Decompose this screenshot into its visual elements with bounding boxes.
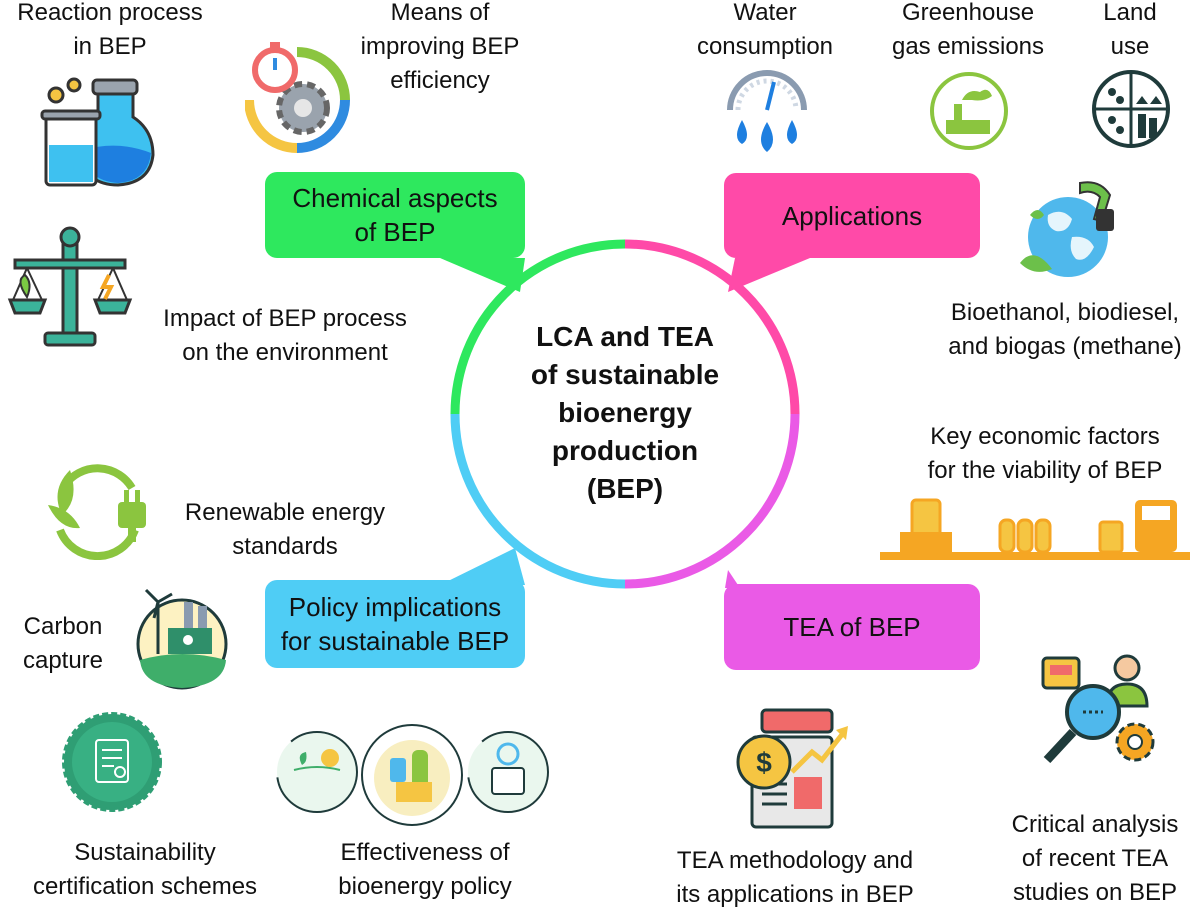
label-effectiveness: Effectiveness of bioenergy policy	[338, 839, 512, 900]
biofuel-globe-icon	[1020, 181, 1114, 277]
label-certification: Sustainability certification schemes	[32, 839, 258, 900]
label-fuels: Bioethanol, biodiesel, and biogas (metha…	[948, 299, 1182, 360]
label-carbon: Carbon capture	[22, 613, 104, 674]
label-impact: Impact of BEP process on the environment	[163, 305, 407, 366]
label-critical: Critical analysis of recent TEA studies …	[1011, 811, 1179, 906]
connector-policy	[440, 548, 525, 585]
label-land: Land use	[1103, 0, 1157, 60]
label-renewable: Renewable energy standards	[184, 499, 386, 560]
label-reaction: Reaction process in BEP	[17, 0, 203, 60]
land-use-icon	[1092, 70, 1170, 148]
svg-text:$: $	[756, 747, 772, 778]
connector-chemical	[440, 258, 525, 292]
ring-quadrant-policy	[450, 413, 626, 589]
label-econ: Key economic factors for the viability o…	[927, 423, 1163, 484]
branch-applications: Applications	[724, 173, 980, 258]
ring-quadrant-chemical	[450, 239, 626, 415]
analysis-magnifier-icon	[1041, 654, 1155, 764]
connector-applications	[728, 258, 810, 292]
branch-policy: Policy implications for sustainable BEP	[265, 580, 525, 668]
carbon-capture-icon	[136, 588, 228, 690]
policy-circles-icon	[276, 724, 549, 826]
label-methodology: TEA methodology and its applications in …	[676, 847, 914, 908]
branch-tea: TEA of BEP	[724, 584, 980, 670]
production-chain-icon	[880, 498, 1190, 560]
connector-tea	[725, 570, 740, 588]
balance-scale-icon	[7, 226, 133, 347]
certificate-badge-icon	[62, 712, 162, 812]
center-title: LCA and TEA of sustainable bioenergy pro…	[530, 321, 720, 504]
financial-report-icon: $	[736, 708, 848, 829]
flask-icon	[40, 77, 155, 187]
leaf-plug-icon	[48, 464, 146, 560]
branch-chemical: Chemical aspects of BEP	[265, 172, 525, 258]
ring-quadrant-tea	[624, 413, 800, 589]
factory-emissions-icon	[930, 72, 1008, 150]
label-ghg: Greenhouse gas emissions	[891, 0, 1045, 60]
stopwatch-gear-icon	[245, 42, 350, 153]
water-gauge-icon	[727, 70, 807, 152]
label-means: Means of improving BEP efficiency	[360, 0, 520, 94]
ring-quadrant-applications	[624, 239, 800, 415]
label-water: Water consumption	[696, 0, 834, 60]
